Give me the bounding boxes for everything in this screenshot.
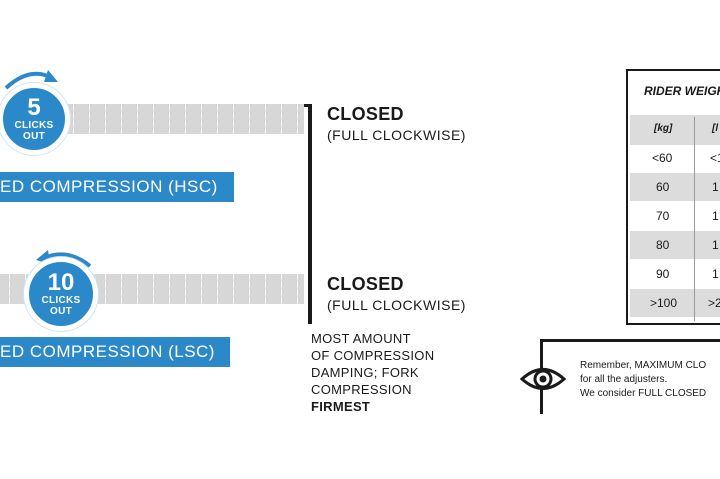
- description-line-4: COMPRESSION: [311, 382, 412, 397]
- lsc-label-bar: ED COMPRESSION (LSC): [0, 337, 230, 367]
- hsc-clicks-value: 5: [27, 94, 41, 121]
- description-line-5: FIRMEST: [311, 399, 371, 414]
- hsc-clicks-badge: 5 CLICKS OUT: [0, 83, 70, 155]
- lsc-closed-title: CLOSED: [327, 274, 404, 294]
- table-header-kg: [kg]: [654, 123, 673, 134]
- closed-bracket-top: [304, 104, 312, 107]
- table-cell-lbs: 1: [712, 209, 719, 223]
- table-cell-kg: 60: [656, 180, 670, 194]
- table-cell-kg: >100: [650, 296, 678, 310]
- notice-line-1: Remember, MAXIMUM CLO: [580, 360, 707, 371]
- table-header-bg: [630, 115, 720, 145]
- lsc-clicks-label: CLICKS: [41, 295, 81, 306]
- notice-line-3: We consider FULL CLOSED: [580, 388, 707, 399]
- table-cell-lbs: 1: [712, 267, 719, 281]
- table-cell-lbs: <1: [710, 151, 720, 165]
- hsc-clicks-out-label: OUT: [22, 131, 45, 142]
- description-line-1: MOST AMOUNT: [311, 331, 411, 346]
- hsc-closed-title: CLOSED: [327, 104, 404, 124]
- hsc-closed-subtitle: (FULL CLOCKWISE): [327, 127, 466, 143]
- description-line-3: DAMPING; FORK: [311, 365, 419, 380]
- table-cell-lbs: 1: [712, 180, 719, 194]
- table-title: RIDER WEIGH: [644, 84, 720, 98]
- lsc-clicks-badge: 10 CLICKS OUT: [24, 257, 98, 331]
- table-cell-lbs: >2: [708, 296, 720, 310]
- table-cell-kg: <60: [652, 151, 673, 165]
- table-header-lbs: [l: [712, 123, 719, 134]
- rider-weight-table: RIDER WEIGH [kg] [l <60 <1 60 1 70 1 80 …: [626, 69, 720, 325]
- lsc-clicks-out-label: OUT: [49, 306, 72, 317]
- table-cell-lbs: 1: [712, 238, 719, 252]
- table-cell-kg: 70: [656, 209, 670, 223]
- description-line-2: OF COMPRESSION: [311, 348, 435, 363]
- table-row-bg-4: [630, 231, 720, 259]
- table-cell-kg: 90: [656, 267, 670, 281]
- hsc-clicks-label: CLICKS: [14, 120, 54, 131]
- notice-text: Remember, MAXIMUM CLO for all the adjust…: [580, 359, 706, 401]
- table-column-divider: [694, 117, 695, 321]
- compression-description: MOST AMOUNT OF COMPRESSION DAMPING; FORK…: [311, 330, 434, 415]
- table-cell-kg: 80: [656, 238, 670, 252]
- table-row-bg-2: [630, 173, 720, 201]
- table-row-bg-6: [630, 289, 720, 317]
- hsc-label-bar: ED COMPRESSION (HSC): [0, 172, 234, 202]
- lsc-closed-subtitle: (FULL CLOCKWISE): [327, 297, 466, 313]
- lsc-clicks-value: 10: [47, 269, 75, 296]
- hsc-rotate-arrow-icon: [4, 70, 58, 90]
- closed-bracket-vertical: [308, 104, 312, 324]
- eye-icon: [520, 368, 566, 390]
- notice-line-2: for all the adjusters.: [580, 374, 668, 385]
